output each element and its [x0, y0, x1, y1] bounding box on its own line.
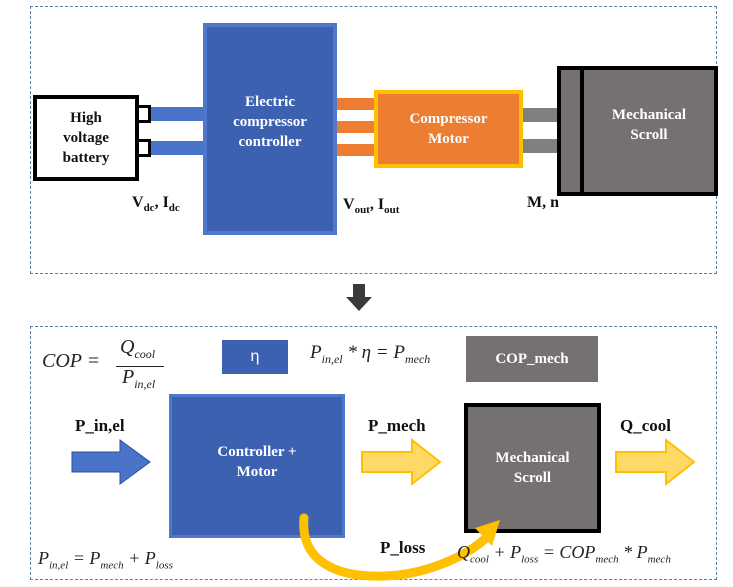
battery-connector-bottom	[150, 141, 210, 155]
cooling-balance-equation: Qcool + Ploss = COPmech * Pmech	[457, 542, 671, 566]
down-arrow-icon	[346, 284, 372, 311]
mechanical-scroll: Mechanical Scroll	[580, 66, 718, 196]
fraction-bar	[116, 366, 164, 367]
motor-connector-2	[337, 121, 379, 133]
power-balance-equation: Pin,el = Pmech + Ploss	[38, 548, 173, 572]
motor-connector-1	[337, 98, 379, 110]
p-mech-label: P_mech	[368, 416, 426, 435]
input-power-arrow-icon	[71, 439, 151, 485]
compressor-motor: Compressor Motor	[374, 90, 523, 168]
controller-motor-box: Controller + Motor	[169, 394, 345, 538]
motor-label: Compressor Motor	[409, 110, 488, 147]
loss-arrowhead-icon	[475, 520, 500, 546]
cooling-power-arrow-icon	[615, 437, 696, 487]
shaft-connector-top	[523, 108, 560, 122]
p-in-label: P_in,el	[75, 416, 125, 435]
mech-power-equation: Pin,el * η = Pmech	[310, 342, 431, 366]
battery-label: High voltage battery	[62, 109, 110, 167]
torque-speed-label: M, n	[527, 194, 559, 211]
high-voltage-battery: High voltage battery	[33, 95, 139, 181]
motor-connector-3	[337, 144, 379, 156]
cop-mech-box: COP_mech	[466, 336, 598, 382]
vout-iout-label: Vout, Iout	[343, 196, 400, 217]
battery-connector-top	[150, 107, 210, 121]
mechanical-scroll-box: Mechanical Scroll	[464, 403, 601, 533]
loss-curve-icon	[299, 513, 491, 581]
controller-label: Electric compressor controller	[233, 93, 307, 151]
q-cool-label: Q_cool	[620, 416, 671, 435]
efficiency-box: η	[222, 340, 288, 374]
mech-power-arrow-icon	[361, 437, 442, 487]
shaft-connector-bottom	[523, 139, 560, 153]
p-loss-label: P_loss	[380, 538, 426, 557]
cop-equation: COP = Qcool Pin,el	[42, 336, 172, 396]
scroll-label: Mechanical Scroll	[611, 106, 687, 143]
electric-compressor-controller: Electric compressor controller	[203, 23, 337, 235]
vdc-idc-label: Vdc, Idc	[132, 194, 180, 215]
